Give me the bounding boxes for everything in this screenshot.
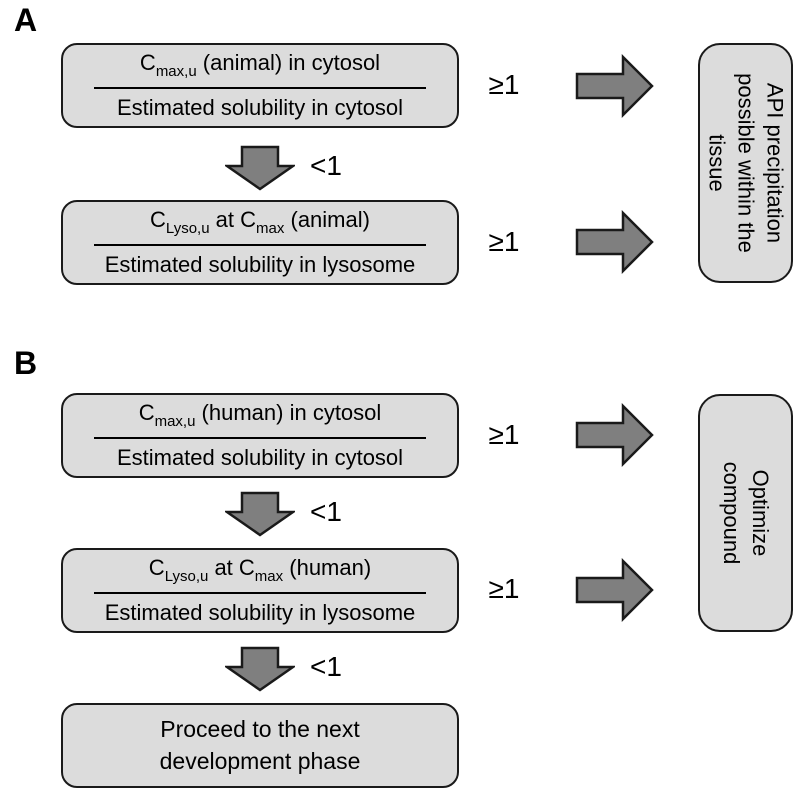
panel-b-outcome-box: Optimize compound (698, 394, 793, 632)
proceed-line: development phase (159, 747, 361, 774)
outcome-text: Optimize compound (716, 462, 774, 565)
symbol-subscript: max (254, 568, 284, 586)
lt-one-label: <1 (310, 496, 342, 527)
ge-one-label: ≥1 (488, 226, 520, 257)
panel-b-proceed-box: Proceed to the next development phase (61, 703, 459, 788)
fraction-numerator: Cmax,u (human) in cytosol (94, 399, 426, 440)
right-arrow-icon (575, 54, 654, 118)
ge-one-label: ≥1 (488, 573, 520, 604)
panel-b-lysosome-ratio-box: CLyso,u at Cmax (human) Estimated solubi… (61, 548, 459, 633)
fraction-numerator: Cmax,u (animal) in cytosol (94, 49, 426, 90)
panel-a-lysosome-ratio-box: CLyso,u at Cmax (animal) Estimated solub… (61, 200, 459, 285)
fraction-denominator: Estimated solubility in cytosol (116, 95, 404, 121)
right-arrow-icon (575, 558, 654, 622)
numerator-text: at C (208, 555, 255, 581)
right-arrow-icon (575, 403, 654, 467)
symbol-subscript: max (256, 220, 285, 238)
numerator-text: (human) (283, 555, 372, 581)
symbol-subscript: max,u (155, 63, 197, 81)
panel-a-outcome-box: API precipitation possible within the ti… (698, 43, 793, 283)
outcome-line: possible within the (733, 73, 759, 253)
symbol-c: C (138, 400, 155, 426)
fraction-denominator: Estimated solubility in lysosome (104, 600, 416, 626)
lt-one-label: <1 (310, 651, 342, 682)
symbol-subscript: max,u (154, 413, 196, 431)
symbol-c: C (139, 50, 156, 76)
proceed-line: Proceed to the next (160, 716, 360, 743)
panel-b-label: B (14, 345, 38, 381)
numerator-text: at C (209, 207, 257, 233)
panel-a-label: A (14, 2, 38, 38)
symbol-subscript: Lyso,u (164, 568, 209, 586)
outcome-text: API precipitation possible within the ti… (702, 73, 789, 253)
lt-one-label: <1 (310, 150, 342, 181)
outcome-line: tissue (703, 134, 729, 192)
fraction-numerator: CLyso,u at Cmax (human) (94, 554, 426, 595)
fraction-denominator: Estimated solubility in cytosol (116, 445, 404, 471)
ge-one-label: ≥1 (488, 69, 520, 100)
outcome-line: Optimize (747, 469, 773, 557)
symbol-c: C (148, 555, 165, 581)
panel-a-cytosol-ratio-box: Cmax,u (animal) in cytosol Estimated sol… (61, 43, 459, 128)
numerator-text: (human) in cytosol (195, 400, 382, 426)
down-arrow-icon (225, 145, 295, 191)
right-arrow-icon (575, 210, 654, 274)
fraction-numerator: CLyso,u at Cmax (animal) (94, 206, 426, 247)
down-arrow-icon (225, 646, 295, 692)
symbol-subscript: Lyso,u (165, 220, 210, 238)
ge-one-label: ≥1 (488, 419, 520, 450)
outcome-line: API precipitation (762, 82, 788, 244)
symbol-c: C (150, 207, 166, 233)
outcome-line: compound (718, 461, 744, 565)
fraction-denominator: Estimated solubility in lysosome (104, 252, 416, 278)
panel-b-cytosol-ratio-box: Cmax,u (human) in cytosol Estimated solu… (61, 393, 459, 478)
numerator-text: (animal) (284, 207, 370, 233)
numerator-text: (animal) in cytosol (196, 50, 381, 76)
down-arrow-icon (225, 491, 295, 537)
